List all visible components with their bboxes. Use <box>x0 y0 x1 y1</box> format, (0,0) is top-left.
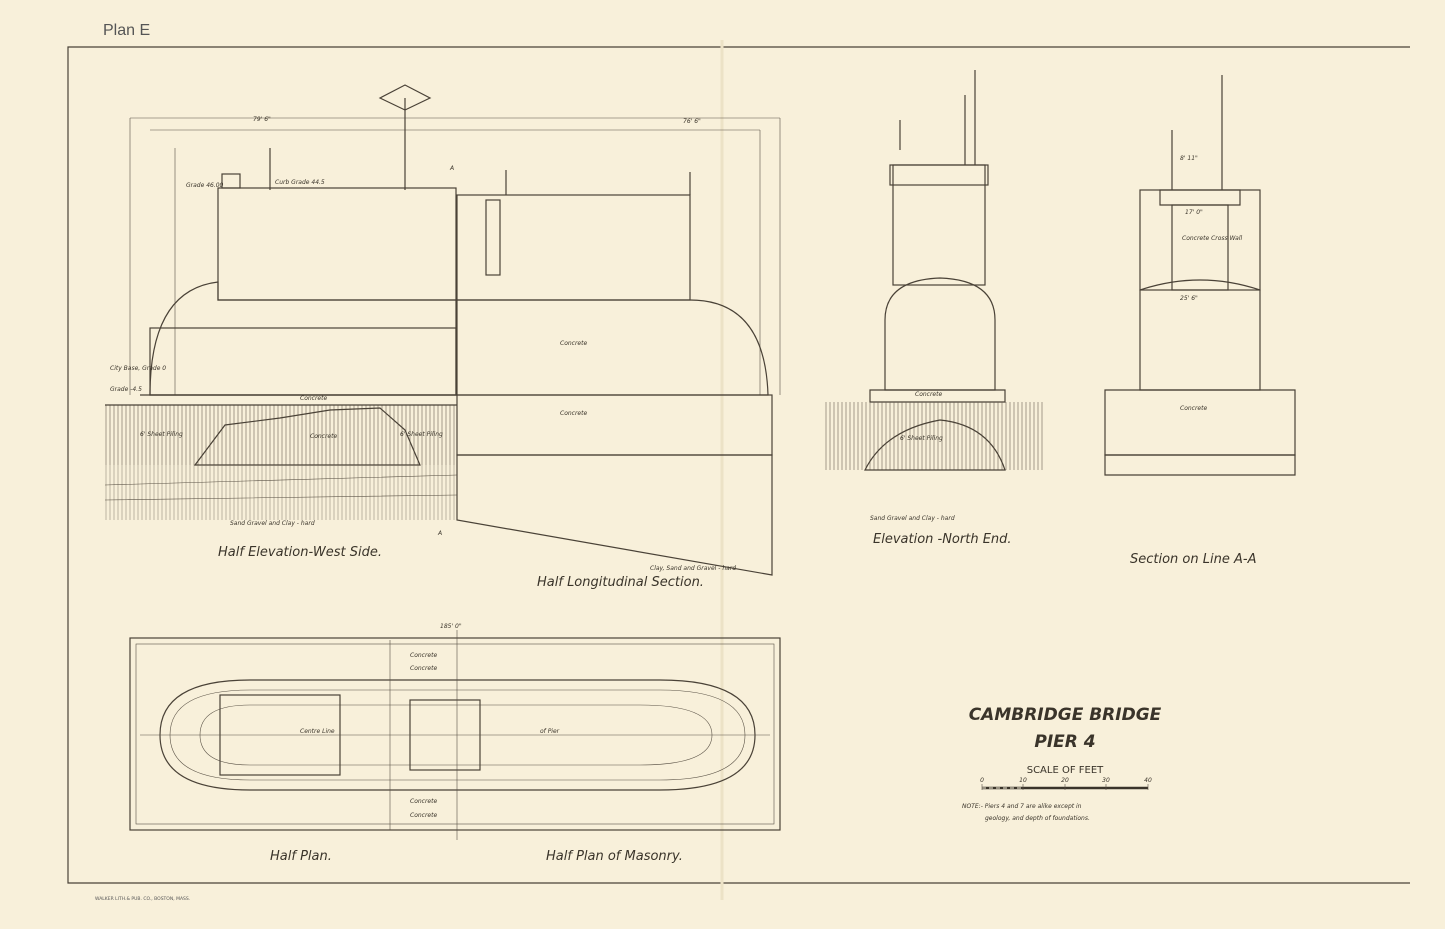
label-concrete-8: Concrete <box>410 665 437 672</box>
label-city-base: City Base, Grade 0 <box>110 365 166 372</box>
label-concrete-3: Concrete <box>560 340 587 347</box>
dim-79-6: 79' 6" <box>253 116 271 123</box>
caption-north-end: Elevation -North End. <box>873 532 1012 547</box>
caption-half-plan: Half Plan. <box>270 849 332 864</box>
label-centre-line: Centre Line <box>300 728 335 735</box>
label-concrete-10: Concrete <box>410 812 437 819</box>
half-plan-view: Centre Line of Pier Concrete Concrete Co… <box>129 623 781 864</box>
label-concrete-9: Concrete <box>410 798 437 805</box>
caption-half-plan-masonry: Half Plan of Masonry. <box>546 849 683 864</box>
label-sheet-piling-3: 6' Sheet Piling <box>900 435 943 442</box>
label-concrete-6: Concrete <box>1180 405 1207 412</box>
title-line-2: PIER 4 <box>1034 732 1095 752</box>
dim-8-11: 8' 11" <box>1180 155 1198 162</box>
title-block: CAMBRIDGE BRIDGE PIER 4 SCALE OF FEET 0 … <box>962 705 1162 822</box>
label-concrete-7: Concrete <box>410 652 437 659</box>
label-curb-grade: Curb Grade 44.5 <box>275 179 325 186</box>
caption-half-elevation: Half Elevation-West Side. <box>218 545 382 560</box>
label-of-pier: of Pier <box>540 728 560 735</box>
label-concrete: Concrete <box>310 433 337 440</box>
scale-tick: 10 <box>1019 777 1027 784</box>
dim-17-0: 17' 0" <box>1185 209 1203 216</box>
scale-tick: 0 <box>980 777 984 784</box>
label-grade-neg: Grade -4.5 <box>110 386 142 393</box>
printer-imprint: WALKER LITH.& PUB. CO., BOSTON, MASS. <box>95 896 190 902</box>
section-mark-a: A <box>449 165 454 172</box>
elevation-north-end-view: Concrete 6' Sheet Piling Sand Gravel and… <box>825 70 1045 547</box>
caption-half-section: Half Longitudinal Section. <box>537 575 704 590</box>
label-grade: Grade 46.00 <box>186 182 224 189</box>
label-sand-2: Sand Gravel and Clay - hard <box>870 515 955 522</box>
label-concrete-2: Concrete <box>300 395 327 402</box>
section-aa-view: 8' 11" Concrete Cross Wall Concrete 17' … <box>1104 75 1296 567</box>
scale-label: SCALE OF FEET <box>1027 765 1104 776</box>
label-cross-wall: Concrete Cross Wall <box>1182 235 1243 242</box>
label-concrete-4: Concrete <box>560 410 587 417</box>
label-sheet-piling-2: 6' Sheet Piling <box>400 431 443 438</box>
note-line-1: NOTE:- Piers 4 and 7 are alike except in <box>962 803 1082 810</box>
label-sand: Sand Gravel and Clay - hard <box>230 520 315 527</box>
sheet-border <box>67 46 1410 884</box>
scale-tick: 40 <box>1144 777 1152 784</box>
sheet-label: Plan E <box>103 22 151 39</box>
label-sheet-piling: 6' Sheet Piling <box>140 431 183 438</box>
caption-section-aa: Section on Line A-A <box>1130 552 1256 567</box>
section-mark-a-2: A <box>437 530 442 537</box>
dim-25-6: 25' 6" <box>1180 295 1198 302</box>
label-clay: Clay, Sand and Gravel - hard <box>650 565 736 572</box>
half-longitudinal-section-view: Concrete Concrete Clay, Sand and Gravel … <box>456 117 781 590</box>
scale-bar: 0 10 20 30 40 <box>980 777 1152 790</box>
label-concrete-5: Concrete <box>915 391 942 398</box>
scale-tick: 30 <box>1102 777 1110 784</box>
title-line-1: CAMBRIDGE BRIDGE <box>969 705 1162 725</box>
note-line-2: geology, and depth of foundations. <box>985 815 1090 822</box>
scale-tick: 20 <box>1061 777 1069 784</box>
dim-76-6: 76' 6" <box>683 118 701 125</box>
half-elevation-west-view: Concrete 6' Sheet Piling 6' Sheet Piling… <box>104 84 458 560</box>
dim-185-0: 185' 0" <box>440 623 462 630</box>
